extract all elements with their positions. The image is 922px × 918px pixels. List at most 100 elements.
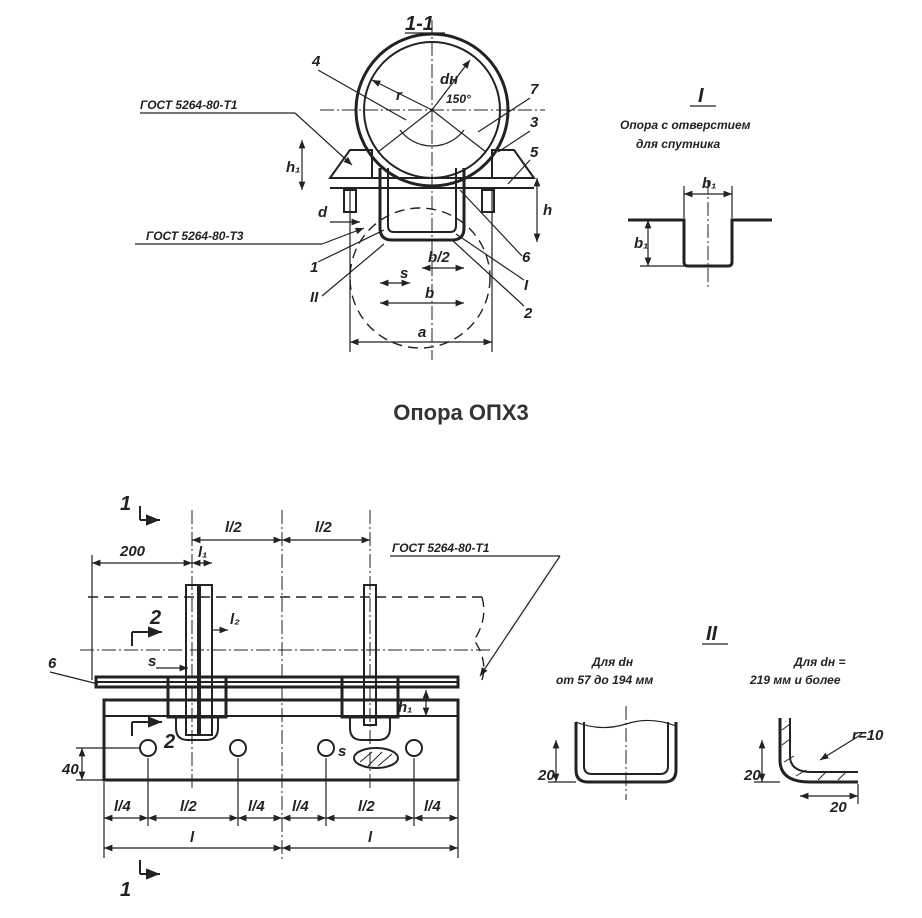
dim-l4-1: l/4 [114, 798, 131, 815]
callout-4: 4 [311, 53, 321, 70]
section-2-top: 2 [149, 607, 161, 629]
dim-l2-1: l/2 [180, 798, 197, 815]
callout-I-leader [455, 233, 525, 281]
detail-II-left-1: Для dн [591, 655, 634, 669]
angle-leg-right [431, 109, 487, 153]
phantom-pipe [349, 207, 491, 349]
right-bolt [481, 189, 495, 213]
gost-t3-leader [321, 227, 365, 245]
dim-dn: dн [440, 71, 458, 88]
callout-II-leader [321, 243, 385, 297]
callout-7: 7 [530, 81, 539, 98]
detail-II-hatch-1 [781, 723, 791, 731]
dim-a: a [418, 324, 426, 341]
section-mark-bottom: 1 [120, 879, 131, 901]
callout-I: I [524, 277, 529, 294]
detail-I-title-2: для спутника [636, 137, 720, 151]
dim-200: 200 [119, 543, 146, 560]
detail-II-right-2: 219 мм и более [749, 673, 841, 687]
section-view: 1-1 r dн 150° h₁ h d [135, 13, 552, 360]
detail-II-radius-leader [819, 733, 863, 761]
left-u-bolt-leg-2 [199, 584, 213, 736]
dim-l-half-2: l/2 [315, 519, 332, 536]
callout-3: 3 [530, 114, 539, 131]
dim-l4-3: l/4 [292, 798, 309, 815]
section-mark-top: 1 [120, 493, 131, 515]
callout-2-leader [451, 239, 525, 307]
callout-5-leader [507, 159, 531, 185]
section-title: 1-1 [405, 13, 434, 35]
plan-callout-6-leader [49, 671, 99, 685]
detail-II-right-20v: 20 [743, 767, 761, 784]
dim-b-half: b/2 [428, 249, 450, 266]
right-bracket [491, 149, 536, 179]
dim-l-1: l [190, 829, 195, 846]
detail-I: I Опора с отверстием для спутника b₁ b₁ [620, 85, 772, 290]
plan-gost-leader [479, 555, 561, 677]
dim-40: 40 [61, 761, 79, 778]
plan-callout-6: 6 [48, 655, 57, 672]
dim-d: d [318, 204, 328, 221]
dim-l-half-1: l/2 [225, 519, 242, 536]
dim-b: b [425, 285, 434, 302]
detail-II-right-profile-inner [789, 718, 858, 773]
dim-angle: 150° [446, 92, 471, 106]
angle-arc [399, 129, 465, 147]
detail-I-profile [628, 218, 772, 268]
gost-t3-label: ГОСТ 5264-80-Т3 [146, 229, 244, 243]
detail-II: II Для dн от 57 до 194 мм 20 Для dн = 21… [537, 623, 884, 816]
dim-l2: l₂ [230, 611, 240, 628]
dim-l1: l₁ [198, 544, 207, 561]
callout-7-leader [477, 97, 531, 133]
angle-leg-left [377, 109, 433, 153]
plan-view: 1 1 l/2 [48, 493, 561, 901]
detail-II-mark: II [706, 623, 718, 645]
dim-l2-2: l/2 [358, 798, 375, 815]
callout-1-leader [317, 229, 385, 263]
dim-l4-4: l/4 [424, 798, 441, 815]
callout-II: II [310, 289, 319, 306]
callout-4-leader [317, 69, 407, 121]
right-nut-oval [353, 747, 399, 769]
detail-I-b1-vertical: b₁ [634, 235, 648, 252]
bolt-hole-4 [405, 739, 423, 757]
detail-I-b1: b₁ [702, 175, 716, 192]
plan-gost-label: ГОСТ 5264-80-Т1 [392, 541, 490, 555]
left-clamp-loop [175, 717, 219, 741]
dim-r: r [396, 87, 403, 104]
detail-II-left-2: от 57 до 194 мм [556, 673, 653, 687]
dim-h1: h₁ [398, 699, 412, 716]
detail-II-hatch-3 [783, 755, 795, 763]
dim-l-2: l [368, 829, 373, 846]
left-clamp-body [166, 675, 228, 719]
callout-2: 2 [523, 305, 533, 322]
detail-II-right-profile [778, 718, 858, 784]
bolt-hole-3 [317, 739, 335, 757]
detail-II-left-20: 20 [537, 767, 555, 784]
pipe-break-phantom [473, 596, 485, 681]
callout-5: 5 [530, 144, 539, 161]
diameter-line [431, 59, 471, 111]
detail-II-right-20h: 20 [829, 799, 847, 816]
detail-I-title-1: Опора с отверстием [620, 118, 751, 132]
bolt-hole-1 [139, 739, 157, 757]
bolt-hole-2 [229, 739, 247, 757]
gost-t1-label: ГОСТ 5264-80-Т1 [140, 98, 238, 112]
u-channel [378, 168, 466, 242]
gost-t1-leader [294, 112, 353, 166]
callout-1: 1 [310, 259, 318, 276]
dim-s-left: s [148, 653, 156, 670]
dim-s: s [400, 265, 408, 282]
base-plate [102, 698, 460, 782]
callout-3-leader [497, 130, 531, 153]
detail-I-mark: I [698, 85, 704, 107]
dim-l4-2: l/4 [248, 798, 265, 815]
callout-6-leader [459, 189, 523, 257]
detail-II-hatch-2 [781, 738, 791, 746]
figure-caption: Опора ОПХ3 [393, 400, 529, 425]
dim-h1: h₁ [286, 159, 300, 176]
u-channel-inner [387, 168, 457, 233]
detail-II-hatch-6 [837, 771, 847, 781]
right-nut-hatch-3 [377, 753, 393, 767]
